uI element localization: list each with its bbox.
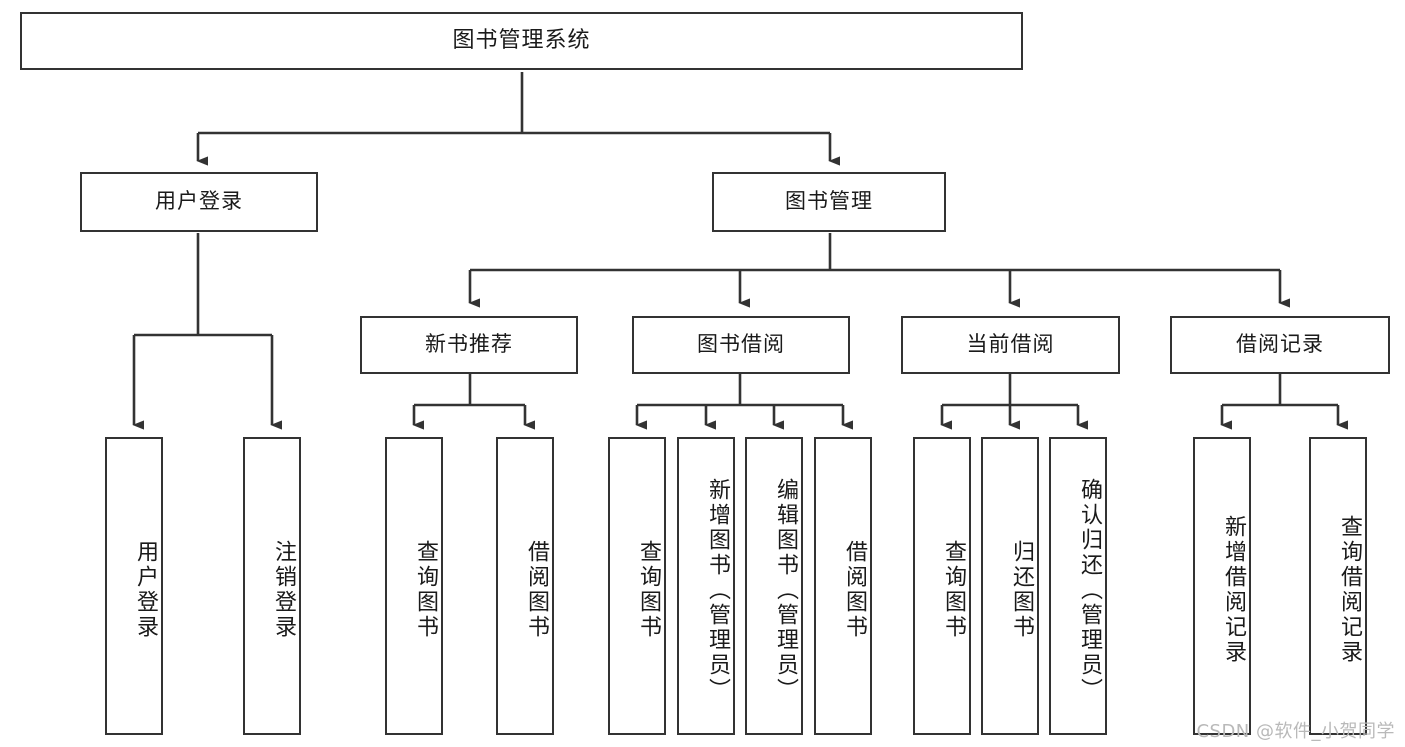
leaf-add-borrow-record[interactable]: 新增借阅记录 (1193, 437, 1251, 735)
node-label: 当前借阅 (966, 332, 1055, 357)
node-book-borrow[interactable]: 图书借阅 (632, 316, 850, 374)
node-label: 注销登录 (271, 540, 296, 640)
leaf-query-book-recommend[interactable]: 查询图书 (385, 437, 443, 735)
leaf-borrow-book-recommend[interactable]: 借阅图书 (496, 437, 554, 735)
node-label: 新增借阅记录 (1221, 515, 1246, 665)
node-label: 借阅记录 (1236, 332, 1324, 357)
node-label: 查询借阅记录 (1337, 515, 1362, 665)
node-current-borrow[interactable]: 当前借阅 (901, 316, 1120, 374)
node-label: 查询图书 (413, 540, 438, 640)
node-label: 图书借阅 (697, 332, 785, 357)
node-label: 查询图书 (636, 540, 661, 640)
leaf-user-login[interactable]: 用户登录 (105, 437, 163, 735)
leaf-return-book[interactable]: 归还图书 (981, 437, 1039, 735)
node-label: 查询图书 (941, 540, 966, 640)
node-label: 用户登录 (133, 540, 158, 640)
node-label: 借阅图书 (842, 540, 867, 640)
node-user-login[interactable]: 用户登录 (80, 172, 318, 232)
leaf-add-book-admin[interactable]: 新增图书（管理员） (677, 437, 735, 735)
leaf-borrow-book[interactable]: 借阅图书 (814, 437, 872, 735)
node-label: 用户登录 (155, 189, 243, 214)
node-root-system[interactable]: 图书管理系统 (20, 12, 1023, 70)
node-book-management[interactable]: 图书管理 (712, 172, 946, 232)
node-label: 编辑图书（管理员） (773, 477, 798, 703)
node-borrow-record[interactable]: 借阅记录 (1170, 316, 1390, 374)
watermark: CSDN @软件_小贺同学 (1196, 721, 1395, 742)
leaf-logout-login[interactable]: 注销登录 (243, 437, 301, 735)
leaf-query-borrow-record[interactable]: 查询借阅记录 (1309, 437, 1367, 735)
node-label: 借阅图书 (524, 540, 549, 640)
leaf-query-book-current[interactable]: 查询图书 (913, 437, 971, 735)
node-label: 确认归还（管理员） (1077, 477, 1102, 703)
node-label: 图书管理 (785, 189, 873, 214)
node-label: 新书推荐 (425, 332, 513, 357)
node-label: 图书管理系统 (452, 27, 591, 53)
node-label: 新增图书（管理员） (705, 477, 730, 703)
node-label: 归还图书 (1009, 540, 1034, 640)
node-new-book-recommend[interactable]: 新书推荐 (360, 316, 578, 374)
leaf-query-book-borrow[interactable]: 查询图书 (608, 437, 666, 735)
leaf-confirm-return-admin[interactable]: 确认归还（管理员） (1049, 437, 1107, 735)
leaf-edit-book-admin[interactable]: 编辑图书（管理员） (745, 437, 803, 735)
